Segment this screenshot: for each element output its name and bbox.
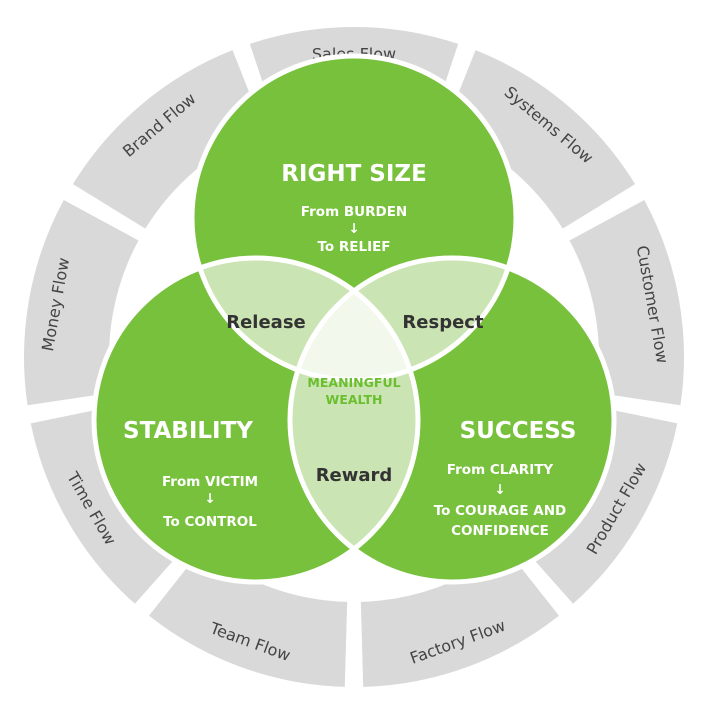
flow-segment-team-flow xyxy=(149,549,348,687)
outline-right xyxy=(287,255,617,585)
circle-to-success: To COURAGE AND xyxy=(434,503,567,519)
circle-to-stability: To CONTROL xyxy=(163,514,257,530)
center-label-line2: WEALTH xyxy=(326,392,383,407)
circle-from-success: From CLARITY xyxy=(447,462,554,478)
circle-title-success: SUCCESS xyxy=(460,418,577,444)
center-label-line1: MEANINGFUL xyxy=(307,375,400,390)
outline-left xyxy=(91,255,421,585)
flow-segment-brand-flow xyxy=(72,50,264,229)
circle-title-stability: STABILITY xyxy=(123,418,253,444)
flow-segment-customer-flow xyxy=(569,200,685,406)
flow-segment-factory-flow xyxy=(360,549,559,687)
circle-to-success-cont: CONFIDENCE xyxy=(451,523,549,539)
overlap-label-release: Release xyxy=(226,312,306,333)
flow-segment-money-flow xyxy=(23,200,139,406)
overlap-center xyxy=(290,258,418,380)
circle-title-right-size: RIGHT SIZE xyxy=(281,161,427,187)
flow-segment-systems-flow xyxy=(444,50,636,229)
circle-from-right-size: From BURDEN xyxy=(301,204,407,220)
circle-arrow-right-size: ↓ xyxy=(348,221,359,237)
circle-from-stability: From VICTIM xyxy=(162,474,258,490)
circle-to-right-size: To RELIEF xyxy=(317,239,390,255)
flow-ring xyxy=(23,27,685,687)
circle-arrow-stability: ↓ xyxy=(204,491,215,507)
circle-arrow-success: ↓ xyxy=(494,482,505,498)
flow-segment-time-flow xyxy=(30,406,192,604)
overlap-label-reward: Reward xyxy=(316,465,393,486)
flow-segment-product-flow xyxy=(516,406,678,604)
overlap-label-respect: Respect xyxy=(402,312,484,333)
outline-top xyxy=(189,53,519,383)
